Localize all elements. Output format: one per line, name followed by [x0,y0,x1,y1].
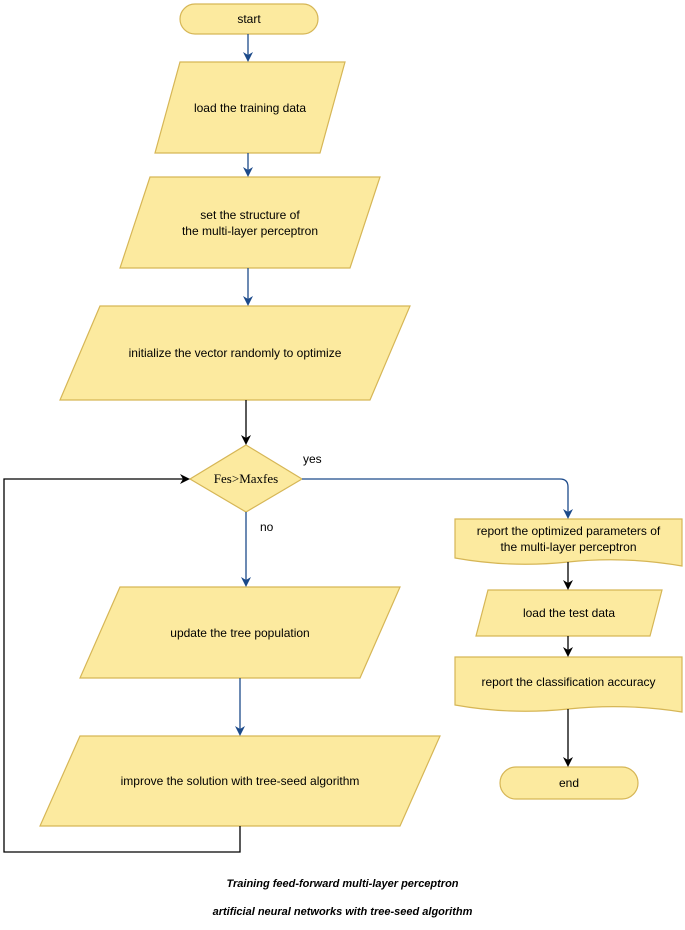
update-population-node [79,586,401,679]
decision-label: Fes>Maxfes [213,471,279,486]
report-accuracy-node [454,656,683,713]
initialize-vector-label: initialize the vector randomly to optimi… [128,346,342,360]
set-structure-label: set the structure of the multi-layer per… [181,207,319,238]
load-test-data-node [475,589,663,637]
report-accuracy-label: report the classification accuracy [481,675,656,689]
start-terminal [179,3,319,35]
improve-solution-label: improve the solution with tree-seed algo… [120,774,360,788]
load-training-data-label: load the training data [193,100,307,115]
edge-loop-back [3,474,241,853]
end-label: end [558,776,580,790]
yes-label: yes [303,452,322,466]
report-parameters-node [454,518,683,567]
improve-solution-node [39,735,441,827]
update-population-label: update the tree population [170,625,310,640]
no-label: no [260,520,274,534]
start-label: start [237,12,261,26]
load-test-data-label: load the test data [522,606,616,620]
end-terminal [499,766,639,800]
caption-line-1: Training feed-forward multi-layer percep… [226,878,459,890]
load-training-data-node [154,61,346,154]
caption-line-2: artificial neural networks with tree-see… [212,906,473,918]
set-structure-node [119,176,381,269]
initialize-vector-node [59,305,411,401]
report-parameters-label: report the optimized parameters of the m… [476,524,661,554]
edge-decision-yes [302,478,573,519]
